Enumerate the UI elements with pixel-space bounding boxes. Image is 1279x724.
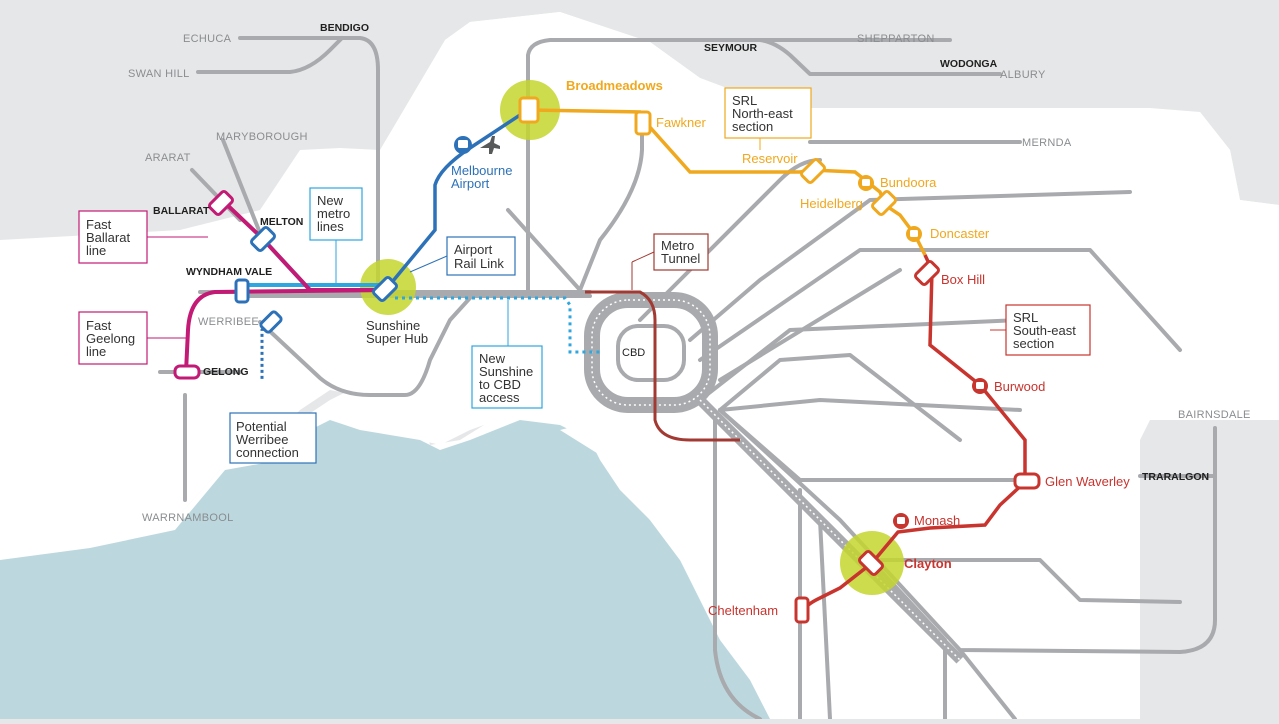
- label-fawkner: Fawkner: [656, 115, 707, 130]
- label-burwood: Burwood: [994, 379, 1045, 394]
- label-swan-hill: SWAN HILL: [128, 68, 190, 80]
- svg-text:to CBD: to CBD: [479, 377, 521, 392]
- svg-text:SRL: SRL: [732, 93, 757, 108]
- svg-text:section: section: [732, 119, 773, 134]
- svg-text:North-east: North-east: [732, 106, 793, 121]
- svg-text:Tunnel: Tunnel: [661, 251, 700, 266]
- callout-potential-werribee: Potential Werribee connection: [229, 412, 317, 464]
- train-station-icon: [454, 136, 988, 529]
- sunshine-cbd-access: [395, 296, 600, 354]
- label-seymour: SEYMOUR: [704, 42, 758, 54]
- svg-text:Metro: Metro: [661, 238, 694, 253]
- label-geelong: GELONG: [203, 366, 249, 378]
- label-heidelberg: Heidelberg: [800, 196, 863, 211]
- svg-text:lines: lines: [317, 219, 344, 234]
- callout-airport-rail: Airport Rail Link: [409, 236, 516, 276]
- svg-text:section: section: [1013, 336, 1054, 351]
- label-glen-waverley: Glen Waverley: [1045, 474, 1130, 489]
- label-albury: ALBURY: [1000, 69, 1046, 81]
- label-traralgon: TRARALGON: [1142, 471, 1209, 483]
- port-phillip-bay: [0, 420, 840, 719]
- label-airport-1: Melbourne: [451, 163, 512, 178]
- label-shepparton: SHEPPARTON: [857, 33, 935, 45]
- svg-text:New: New: [479, 351, 506, 366]
- svg-text:access: access: [479, 390, 520, 405]
- label-melton: MELTON: [260, 216, 303, 228]
- label-reservoir: Reservoir: [742, 151, 798, 166]
- label-bairnsdale: BAIRNSDALE: [1178, 409, 1251, 421]
- svg-text:Werribee: Werribee: [236, 432, 289, 447]
- label-bundoora: Bundoora: [880, 175, 937, 190]
- svg-text:Geelong: Geelong: [86, 331, 135, 346]
- svg-text:South-east: South-east: [1013, 323, 1076, 338]
- callout-new-metro: New metro lines: [309, 187, 363, 285]
- svg-text:Fast: Fast: [86, 217, 112, 232]
- label-mernda: MERNDA: [1022, 137, 1072, 149]
- label-doncaster: Doncaster: [930, 226, 990, 241]
- label-werribee: WERRIBEE: [198, 316, 259, 328]
- callout-srl-north-east: SRL North-east section: [724, 87, 812, 150]
- label-box-hill: Box Hill: [941, 272, 985, 287]
- label-bendigo: BENDIGO: [320, 22, 369, 34]
- label-ballarat: BALLARAT: [153, 205, 210, 217]
- label-cbd: CBD: [622, 347, 645, 359]
- station-markers: [173, 96, 1041, 624]
- svg-text:connection: connection: [236, 445, 299, 460]
- label-wodonga: WODONGA: [940, 58, 998, 70]
- callout-new-sunshine-cbd: New Sunshine to CBD access: [471, 300, 543, 409]
- svg-text:Airport: Airport: [454, 242, 493, 257]
- werribee-connection: [260, 318, 274, 380]
- svg-text:Rail Link: Rail Link: [454, 256, 504, 271]
- callout-srl-south-east: SRL South-east section: [990, 304, 1091, 356]
- label-sunshine-1: Sunshine: [366, 318, 420, 333]
- label-wyndham-vale: WYNDHAM VALE: [186, 266, 272, 278]
- svg-text:Ballarat: Ballarat: [86, 230, 130, 245]
- callout-metro-tunnel: Metro Tunnel: [631, 233, 709, 290]
- fast-rail-lines: [184, 198, 389, 373]
- svg-text:Sunshine: Sunshine: [479, 364, 533, 379]
- label-airport-2: Airport: [451, 176, 490, 191]
- metro-tunnel-line: [585, 290, 740, 442]
- label-broadmeadows: Broadmeadows: [566, 78, 663, 93]
- label-clayton: Clayton: [904, 556, 952, 571]
- svg-text:line: line: [86, 344, 106, 359]
- svg-text:metro: metro: [317, 206, 350, 221]
- airplane-icon: [480, 136, 500, 154]
- label-echuca: ECHUCA: [183, 33, 232, 45]
- label-monash: Monash: [914, 513, 960, 528]
- svg-text:Fast: Fast: [86, 318, 112, 333]
- svg-text:line: line: [86, 243, 106, 258]
- label-warrnambool: WARRNAMBOOL: [142, 512, 234, 524]
- svg-text:New: New: [317, 193, 344, 208]
- callout-fast-geelong: Fast Geelong line: [78, 311, 186, 365]
- label-sunshine-2: Super Hub: [366, 331, 428, 346]
- svg-text:SRL: SRL: [1013, 310, 1038, 325]
- svg-text:Potential: Potential: [236, 419, 287, 434]
- label-maryborough: MARYBOROUGH: [216, 131, 308, 143]
- label-ararat: ARARAT: [145, 152, 191, 164]
- callout-fast-ballarat: Fast Ballarat line: [78, 210, 208, 264]
- label-cheltenham: Cheltenham: [708, 603, 778, 618]
